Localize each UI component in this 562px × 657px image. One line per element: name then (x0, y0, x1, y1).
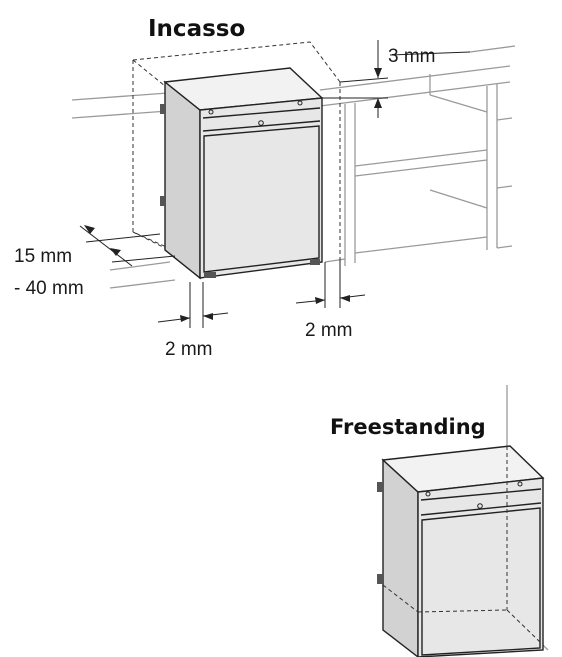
right-gap-label: 2 mm (305, 320, 353, 341)
incasso-section: Incasso (14, 16, 516, 360)
incasso-title: Incasso (148, 16, 245, 42)
kitchen-cabinet (71, 45, 516, 289)
top-gap-label: 3 mm (388, 46, 436, 67)
left-gap-label: 2 mm (165, 339, 213, 360)
freestanding-section: Freestanding (330, 385, 549, 657)
dimension-left-gap: 2 mm (157, 282, 229, 360)
freestanding-fridge (377, 445, 545, 657)
incasso-fridge (160, 67, 324, 280)
freestanding-title: Freestanding (330, 415, 486, 439)
back-gap-label-line2: - 40 mm (14, 278, 84, 299)
dimension-back-gap: 15 mm - 40 mm (14, 225, 176, 299)
dimension-right-gap: 2 mm (295, 260, 366, 341)
back-gap-label-line1: 15 mm (14, 246, 72, 267)
freestanding-dashed-guides (382, 446, 541, 643)
dimension-top-gap: 3 mm (322, 40, 471, 118)
